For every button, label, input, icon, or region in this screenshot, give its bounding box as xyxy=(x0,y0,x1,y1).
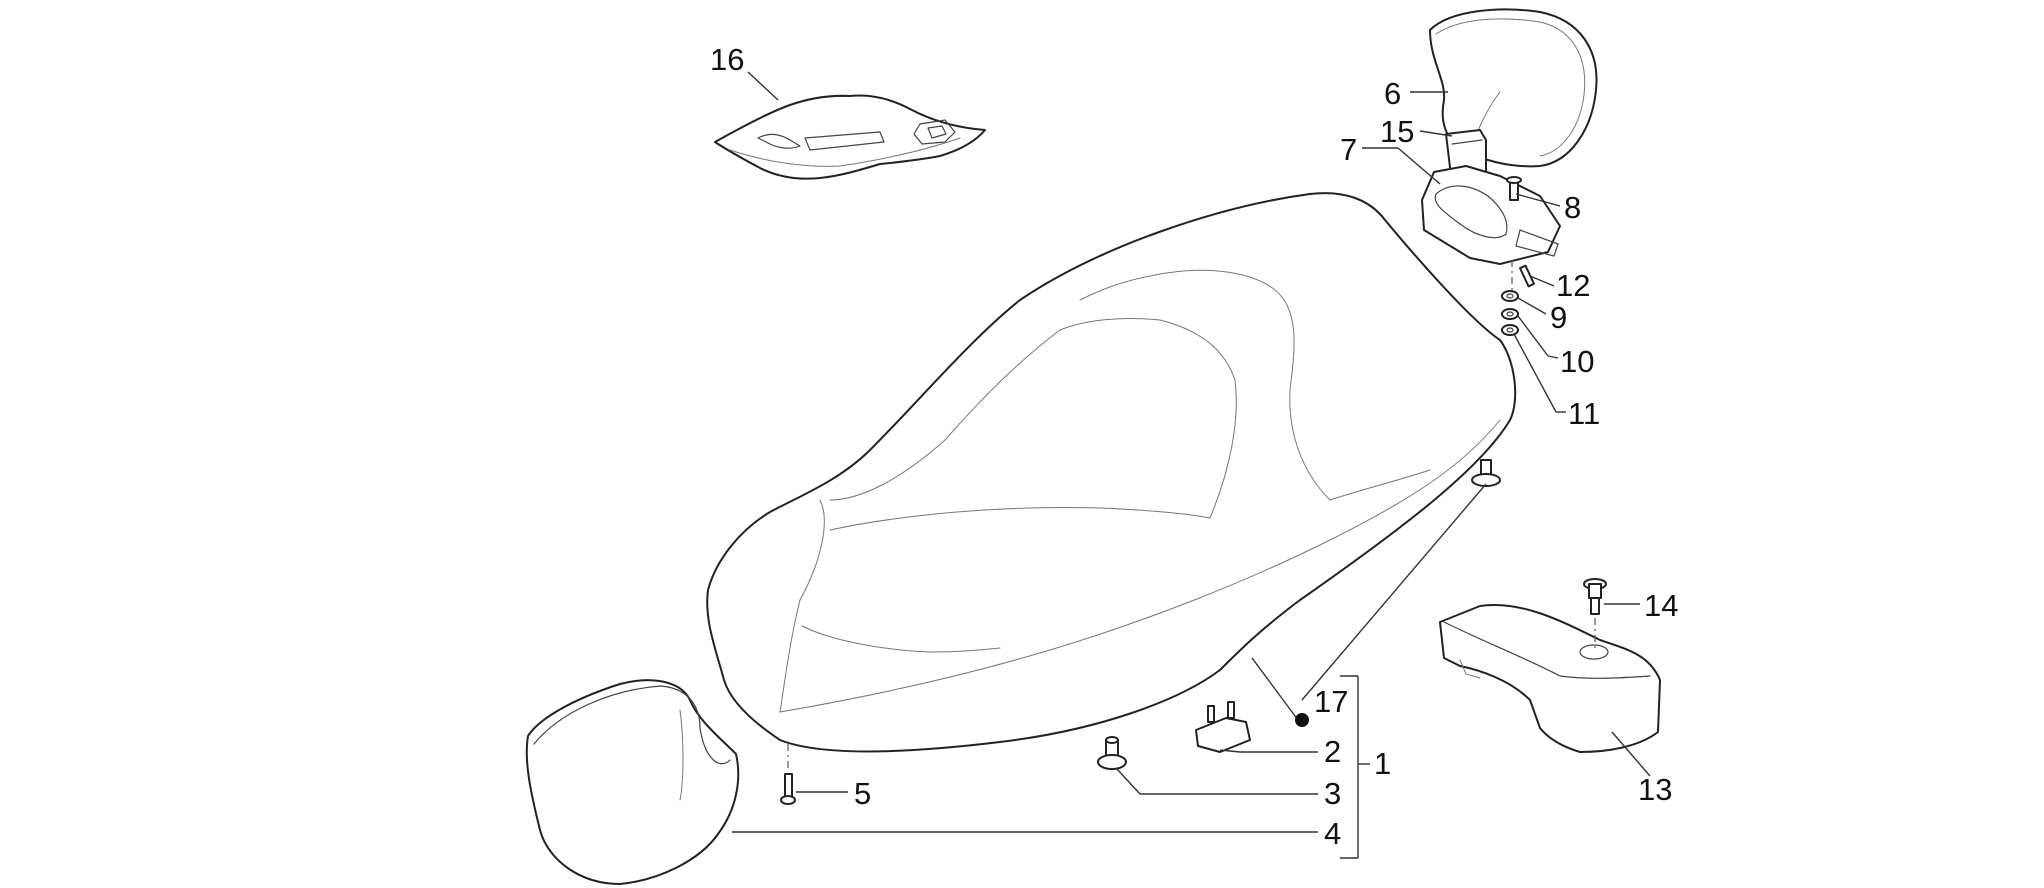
part-5-screw xyxy=(780,773,796,805)
part-6-backrest xyxy=(1429,8,1598,168)
part-13-box xyxy=(1439,604,1661,753)
callout-6: 6 xyxy=(1384,76,1401,111)
leader-lines xyxy=(732,71,1651,859)
reference-dot xyxy=(1295,713,1309,727)
callout-5: 5 xyxy=(854,776,871,811)
callout-15: 15 xyxy=(1380,114,1414,149)
callout-9: 9 xyxy=(1550,300,1567,335)
callout-4: 4 xyxy=(1324,816,1341,851)
callout-2: 2 xyxy=(1324,734,1341,769)
part-16-tool-kit xyxy=(714,94,986,180)
callout-16: 16 xyxy=(710,42,744,77)
callout-3: 3 xyxy=(1324,776,1341,811)
part-8-screw xyxy=(1506,176,1522,201)
callout-1: 1 xyxy=(1374,746,1391,781)
part-4-helmet-bucket xyxy=(525,679,740,885)
washer-stack xyxy=(1501,290,1519,336)
callout-10: 10 xyxy=(1560,344,1594,379)
part-12-screw xyxy=(1519,264,1535,288)
part-2-bumper xyxy=(1195,701,1251,753)
callout-labels: 16 6 15 7 8 12 9 10 11 14 13 17 2 1 3 5 … xyxy=(710,42,1678,851)
part-17-stud xyxy=(1471,459,1501,487)
part-14-bolt xyxy=(1583,578,1607,615)
callout-17: 17 xyxy=(1314,684,1348,719)
part-3-stud xyxy=(1097,736,1127,770)
callout-8: 8 xyxy=(1564,190,1581,225)
part-7-mounting-plate xyxy=(1421,165,1561,265)
callout-12: 12 xyxy=(1556,268,1590,303)
part-1-seat xyxy=(706,192,1517,753)
callout-14: 14 xyxy=(1644,588,1678,623)
callout-7: 7 xyxy=(1340,132,1357,167)
callout-13: 13 xyxy=(1638,772,1672,807)
callout-11: 11 xyxy=(1568,396,1600,431)
